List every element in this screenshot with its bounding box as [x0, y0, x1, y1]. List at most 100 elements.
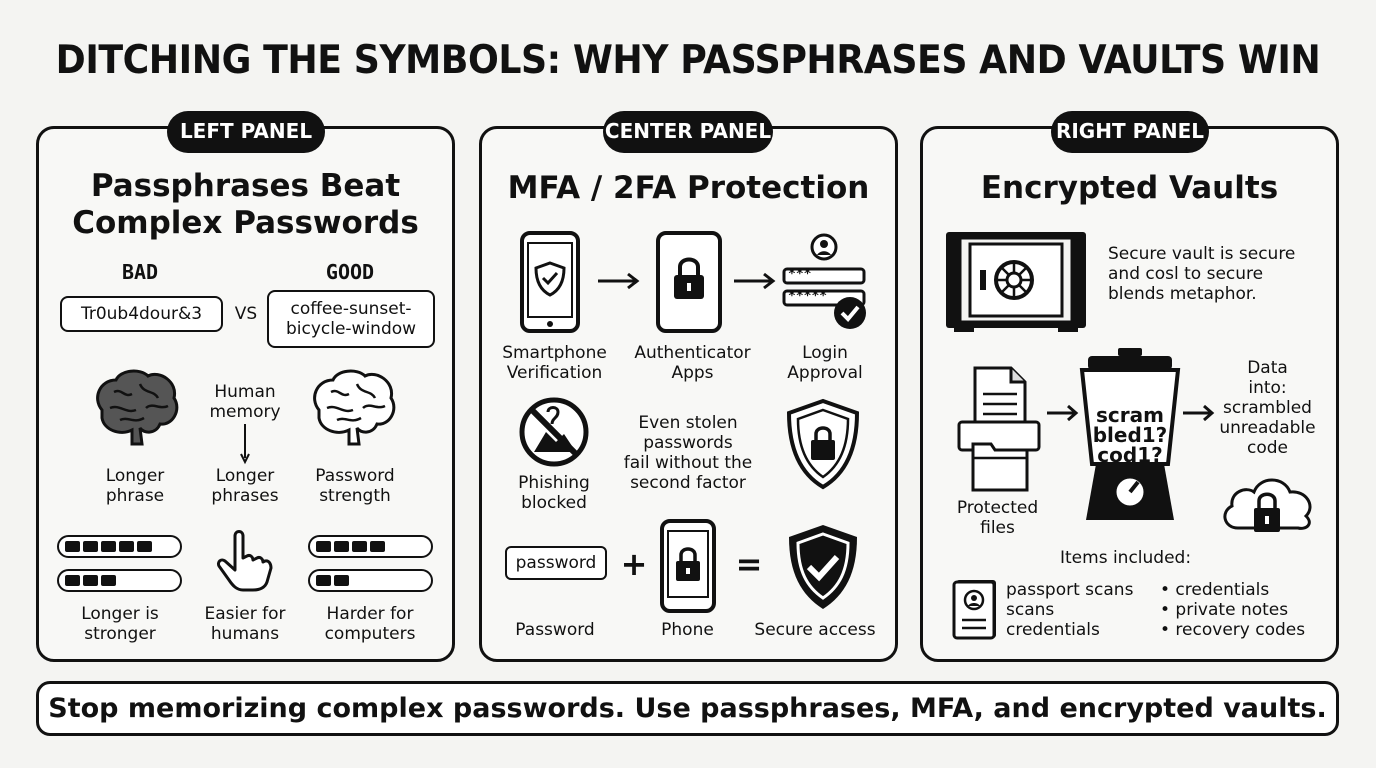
items-list-left: passport scans scans credentials	[1006, 580, 1133, 640]
phishing-line-1: Phishing	[518, 473, 590, 493]
easier-line-2: humans	[210, 624, 280, 644]
smartphone-shield-icon	[520, 231, 580, 333]
vault-text-line-2: and cosl to secure	[1108, 264, 1264, 284]
smartphone-verification-label: Smartphone Verification	[492, 343, 617, 383]
stolen-line-1: Even stolen	[638, 413, 738, 433]
authenticator-line-2: Apps	[671, 363, 714, 383]
vault-text-line-1: Secure vault is secure	[1108, 244, 1296, 264]
secure-access-label: Secure access	[754, 620, 876, 640]
center-panel-tab: CENTER PANEL	[603, 111, 773, 153]
files-tray-icon	[957, 366, 1041, 492]
authenticator-phone-lock-icon	[656, 231, 722, 333]
right-heading: Encrypted Vaults	[980, 170, 1279, 206]
stolen-line-2: passwords	[643, 433, 733, 453]
bad-password-text: Tr0ub4dour&3	[80, 304, 203, 324]
human-memory-line-2: memory	[209, 402, 281, 422]
list-item: scans	[1006, 600, 1055, 620]
smartphone-line-2: Verification	[506, 363, 603, 383]
left-heading-line-1: Passphrases Beat	[90, 168, 401, 204]
right-arrow-icon	[734, 272, 776, 290]
list-item: • credentials	[1160, 580, 1270, 600]
protected-files-label: Protected files	[945, 498, 1050, 538]
outline-brain-icon	[313, 369, 396, 446]
login-approval-icon	[782, 233, 866, 329]
footer-banner: Stop memorizing complex passwords. Use p…	[36, 681, 1339, 736]
bad-password-example: Tr0ub4dour&3	[60, 296, 223, 332]
longer-stronger-label: Longer is stronger	[60, 604, 180, 644]
vs-label: VS	[234, 304, 258, 324]
vault-description: Secure vault is secure and cosl to secur…	[1108, 244, 1295, 304]
pointing-hand-icon	[217, 530, 273, 592]
data-line-3: scrambled	[1223, 398, 1312, 418]
longer-phrases-line-2: phrases	[211, 486, 279, 506]
authenticator-apps-label: Authenticator Apps	[625, 343, 760, 383]
login-line-1: Login	[802, 343, 848, 363]
data-scrambled-label: Data into: scrambled unreadable code	[1210, 358, 1325, 458]
vault-text-line-3: blends metaphor.	[1108, 284, 1257, 304]
right-arrow-icon	[1183, 404, 1215, 422]
phone-label: Phone	[661, 620, 714, 640]
longer-stronger-line-1: Longer is	[81, 604, 159, 624]
harder-line-2: computers	[324, 624, 416, 644]
phishing-blocked-icon	[519, 397, 589, 467]
equals-sign: =	[735, 545, 763, 583]
harder-line-1: Harder for	[326, 604, 414, 624]
easier-line-1: Easier for	[204, 604, 286, 624]
password-label: Password	[515, 620, 595, 640]
secure-check-shield-icon	[789, 525, 857, 609]
center-heading: MFA / 2FA Protection	[507, 170, 870, 206]
protected-line-1: Protected	[956, 498, 1039, 518]
list-item: passport scans	[1006, 580, 1134, 600]
good-passphrase-line-1: coffee-sunset-	[290, 299, 412, 319]
right-panel-tab: RIGHT PANEL	[1051, 111, 1209, 153]
phishing-blocked-label: Phishing blocked	[500, 473, 608, 513]
stolen-passwords-note: Even stolen passwords fail without the s…	[615, 413, 761, 493]
scrambled-line-1: scram	[1096, 403, 1164, 427]
list-item: credentials	[1006, 620, 1100, 640]
login-field-2-mask: *****	[788, 289, 828, 304]
scrambled-line-2: bled1?	[1092, 423, 1168, 447]
good-label: GOOD	[325, 260, 375, 284]
smartphone-line-1: Smartphone	[502, 343, 607, 363]
easier-humans-label: Easier for humans	[190, 604, 300, 644]
data-line-2: into:	[1248, 378, 1287, 398]
strength-bar	[308, 569, 433, 592]
stolen-line-3: fail without the	[623, 453, 753, 473]
phone-lock-icon	[660, 519, 716, 613]
bad-label: BAD	[121, 260, 159, 284]
scrambled-line-3: cod1?	[1097, 443, 1163, 467]
password-box-text: password	[515, 553, 597, 573]
down-arrow-icon	[240, 424, 250, 465]
data-line-4: unreadable	[1219, 418, 1316, 438]
passport-id-icon	[952, 580, 996, 640]
password-box: password	[505, 546, 607, 580]
authenticator-line-1: Authenticator	[634, 343, 751, 363]
items-included-heading: Items included:	[1060, 548, 1192, 568]
right-arrow-icon	[598, 272, 640, 290]
strength-bar	[57, 569, 182, 592]
plus-sign: +	[620, 545, 648, 583]
longer-stronger-line-2: stronger	[84, 624, 156, 644]
password-strength-line-1: Password	[315, 466, 395, 486]
longer-phrase-line-2: phrase	[105, 486, 165, 506]
human-memory-label: Human memory	[193, 382, 297, 422]
good-passphrase-example: coffee-sunset- bicycle-window	[267, 290, 435, 348]
human-memory-line-1: Human	[214, 382, 276, 402]
longer-phrase-label: Longer phrase	[85, 466, 185, 506]
strength-bar	[308, 535, 433, 558]
longer-phrases-line-1: Longer	[215, 466, 275, 486]
phishing-line-2: blocked	[521, 493, 587, 513]
list-item: • recovery codes	[1160, 620, 1306, 640]
left-heading-line-2: Complex Passwords	[72, 205, 419, 241]
items-list-right: • credentials • private notes • recovery…	[1160, 580, 1305, 640]
login-approval-label: Login Approval	[770, 343, 880, 383]
good-passphrase-line-2: bicycle-window	[285, 319, 417, 339]
cloud-lock-icon	[1223, 478, 1312, 532]
longer-phrase-line-1: Longer	[105, 466, 165, 486]
password-strength-label: Password strength	[300, 466, 410, 506]
shield-lock-icon	[786, 398, 860, 490]
protected-line-2: files	[980, 518, 1015, 538]
data-line-1: Data	[1247, 358, 1288, 378]
login-field-1-mask: ***	[788, 267, 812, 282]
login-line-2: Approval	[787, 363, 863, 383]
